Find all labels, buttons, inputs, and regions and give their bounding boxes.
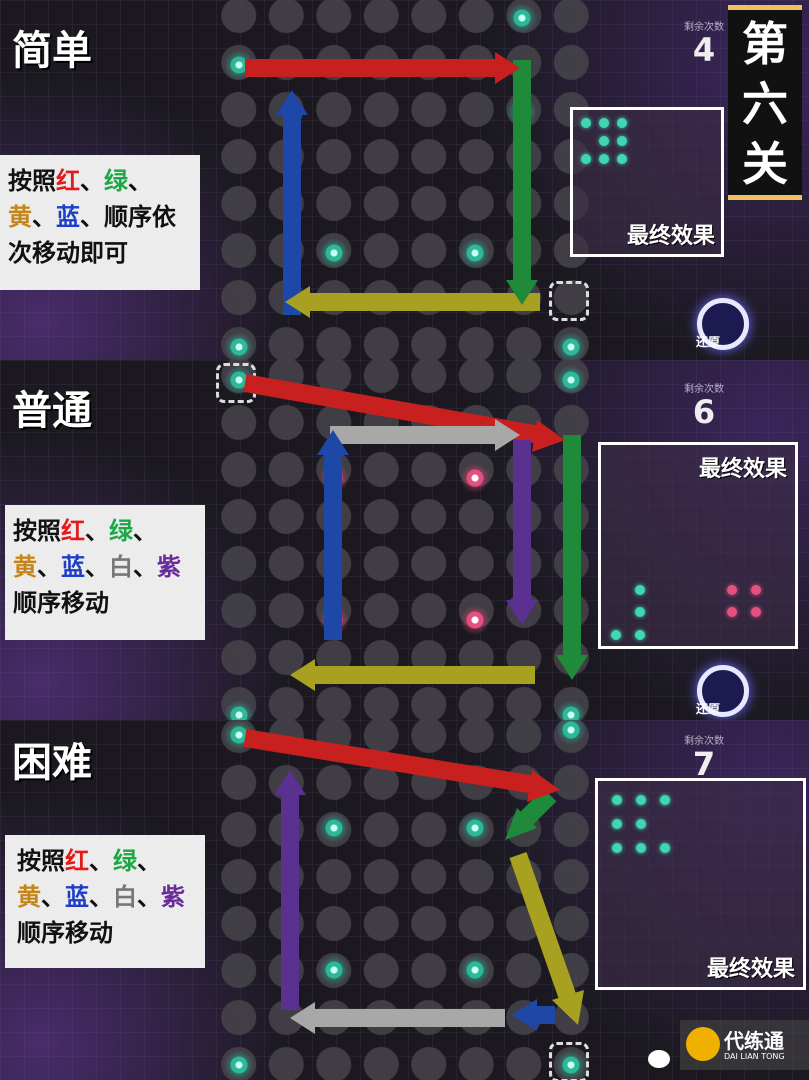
note-segment: 黄 <box>17 883 41 911</box>
note-segment: 、 <box>133 553 157 581</box>
logo-icon <box>686 1027 720 1061</box>
weibo-icon <box>648 1050 670 1068</box>
counter-value: 4 <box>692 31 716 69</box>
note-segment: 白 <box>113 883 137 911</box>
note-segment: 白 <box>109 553 133 581</box>
brand-sub: DAI LIAN TONG <box>724 1052 785 1061</box>
counter-label: 剩余次数 <box>684 384 724 395</box>
note-segment: 、 <box>80 167 104 195</box>
rune-node[interactable] <box>224 332 254 360</box>
instruction-note: 按照红、绿、黄、蓝、白、紫顺序移动 <box>5 835 205 968</box>
note-segment: 、 <box>85 553 109 581</box>
note-segment: 、 <box>89 847 113 875</box>
result-caption: 最终效果 <box>626 224 715 249</box>
instruction-note: 按照红、绿、黄、蓝、顺序依次移动即可 <box>0 155 200 290</box>
difficulty-title: 困难 <box>12 740 92 786</box>
final-result-preview: 最终效果 <box>595 778 806 990</box>
note-segment: 、 <box>32 203 56 231</box>
note-segment: 、 <box>89 883 113 911</box>
counter-label: 剩余次数 <box>684 736 724 747</box>
note-segment: 按照 <box>17 847 65 875</box>
restore-button[interactable]: 还原 <box>696 298 749 350</box>
panel-easy: 简单 按照红、绿、黄、蓝、顺序依次移动即可 剩余次数 4 最终效果 第六关 还原 <box>0 0 809 360</box>
result-caption: 最终效果 <box>706 957 795 982</box>
result-caption: 最终效果 <box>698 457 787 482</box>
note-segment: 黄 <box>13 553 37 581</box>
note-segment: 、 <box>85 517 109 545</box>
rune-node[interactable] <box>556 365 586 395</box>
rune-node[interactable] <box>460 605 490 635</box>
note-segment: 、 <box>128 167 152 195</box>
remaining-moves: 剩余次数 6 <box>676 380 732 429</box>
rune-node[interactable] <box>460 463 490 493</box>
remaining-moves: 剩余次数 7 <box>676 732 732 781</box>
move-arrows <box>243 729 584 1034</box>
note-segment: 、 <box>133 517 157 545</box>
watermark-logo: 代练通 DAI LIAN TONG <box>680 1020 809 1070</box>
note-segment: 绿 <box>113 847 137 875</box>
rune-node[interactable] <box>319 813 349 843</box>
note-segment: 、 <box>137 847 161 875</box>
note-segment: 、 <box>41 883 65 911</box>
counter-value: 7 <box>692 745 716 783</box>
restore-label: 还原 <box>696 335 721 349</box>
note-segment: 按照 <box>13 517 61 545</box>
note-segment: 紫 <box>161 883 185 911</box>
note-segment: 红 <box>65 847 89 875</box>
rune-node[interactable] <box>460 955 490 985</box>
note-segment: 、顺序依次移动即可 <box>8 203 176 267</box>
move-arrows <box>243 374 588 691</box>
note-segment: 红 <box>61 517 85 545</box>
note-segment: 、 <box>137 883 161 911</box>
note-segment: 黄 <box>8 203 32 231</box>
note-segment: 紫 <box>157 553 181 581</box>
final-result-preview: 最终效果 <box>570 107 724 257</box>
rune-node[interactable] <box>507 3 537 33</box>
target-frame <box>549 281 589 321</box>
rune-node[interactable] <box>224 1050 254 1080</box>
note-segment: 、 <box>37 553 61 581</box>
level-banner: 第六关 <box>728 5 802 200</box>
rune-node[interactable] <box>460 238 490 268</box>
rune-node[interactable] <box>556 720 586 745</box>
note-segment: 蓝 <box>61 553 85 581</box>
rune-node[interactable] <box>460 813 490 843</box>
instruction-note: 按照红、绿、黄、蓝、白、紫顺序移动 <box>5 505 205 640</box>
counter-label: 剩余次数 <box>684 22 724 33</box>
note-segment: 顺序移动 <box>17 919 113 947</box>
remaining-moves: 剩余次数 4 <box>676 18 732 67</box>
panel-normal: 普通 按照红、绿、黄、蓝、白、紫顺序移动 剩余次数 6 最终效果 还原 <box>0 360 809 720</box>
restore-label: 还原 <box>696 702 721 716</box>
rune-node[interactable] <box>319 238 349 268</box>
target-frame <box>549 1042 589 1080</box>
rune-node[interactable] <box>224 700 254 720</box>
difficulty-title: 简单 <box>12 28 92 74</box>
rune-node[interactable] <box>556 332 586 360</box>
note-segment: 蓝 <box>56 203 80 231</box>
difficulty-title: 普通 <box>12 388 92 434</box>
note-segment: 红 <box>56 167 80 195</box>
note-segment: 绿 <box>104 167 128 195</box>
move-arrows <box>245 52 540 318</box>
note-segment: 绿 <box>109 517 133 545</box>
rune-node[interactable] <box>319 955 349 985</box>
brand-name: 代练通 <box>724 1029 784 1053</box>
note-segment: 蓝 <box>65 883 89 911</box>
panel-hard: 困难 按照红、绿、黄、蓝、白、紫顺序移动 剩余次数 7 最终效果 <box>0 720 809 1080</box>
note-segment: 按照 <box>8 167 56 195</box>
counter-value: 6 <box>692 393 716 431</box>
final-result-preview: 最终效果 <box>598 442 798 649</box>
note-segment: 顺序移动 <box>13 589 109 617</box>
rune-node[interactable] <box>556 700 586 720</box>
restore-button[interactable]: 还原 <box>696 665 749 717</box>
